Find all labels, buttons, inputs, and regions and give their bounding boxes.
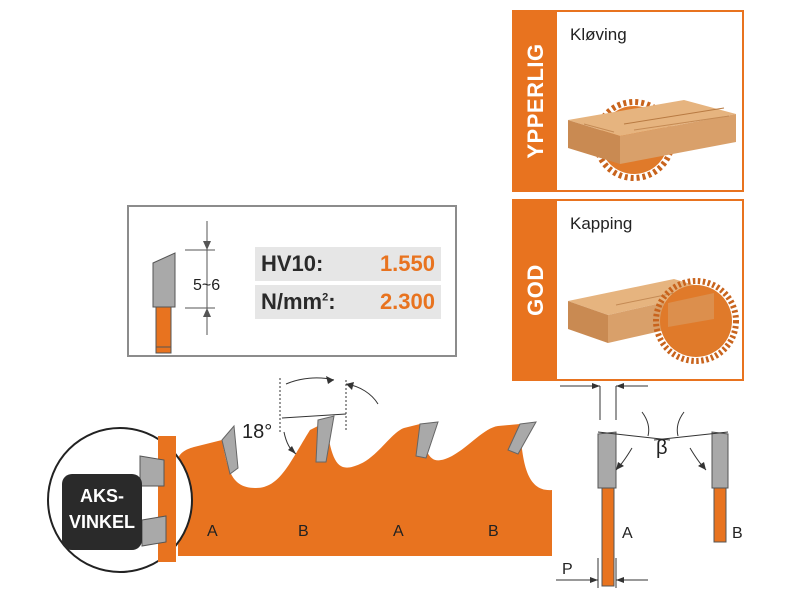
angle-label: 18° xyxy=(242,421,272,443)
application-panel-crosscut: GOD Kapping xyxy=(512,199,744,381)
tooth-letter: B xyxy=(732,525,743,542)
carbide-tip xyxy=(415,421,439,459)
badge-text-line2: VINKEL xyxy=(69,512,135,532)
application-title: Kløving xyxy=(570,25,627,44)
crosscut-illustration xyxy=(568,278,739,364)
carbide-tip xyxy=(507,421,537,455)
board-front xyxy=(568,301,608,343)
hardness-box: 5~6 HV10: 1.550 N/mm2: 2.300 xyxy=(127,205,457,357)
carbide-tip xyxy=(597,431,617,489)
hardness-label: HV10: xyxy=(261,251,324,276)
axial-angle-magnifier: AKS- VINKEL xyxy=(47,427,193,573)
side-view-diagram: A B β P xyxy=(556,383,743,588)
board-top xyxy=(568,100,736,136)
projection-label: P xyxy=(562,561,573,578)
board-top xyxy=(568,279,714,315)
hardness-row-hv10: HV10: 1.550 xyxy=(255,247,441,281)
tooth-letter: B xyxy=(488,523,499,540)
rating-band: GOD xyxy=(514,201,557,379)
tooth-height-label: 5~6 xyxy=(193,277,221,294)
ripping-illustration xyxy=(568,99,736,181)
tooth-height-diagram xyxy=(152,221,215,354)
axial-angle-badge xyxy=(62,474,142,550)
rating-band: YPPERLIG xyxy=(514,12,557,190)
board-front xyxy=(568,120,620,164)
saw-blade-icon xyxy=(653,278,739,364)
rating-label: GOD xyxy=(522,264,548,316)
tooth-letter: B xyxy=(298,523,309,540)
carbide-tip xyxy=(152,252,176,308)
carbide-tip xyxy=(221,424,239,475)
blade-body xyxy=(601,487,615,587)
blade-body xyxy=(178,422,552,556)
application-panel-ripping: YPPERLIG Kløving xyxy=(512,10,744,192)
tooth-profile-diagram: 18° A B A B AKS- VINKEL xyxy=(47,376,552,573)
tooth-letter: A xyxy=(207,523,218,540)
hardness-label: N/mm2: xyxy=(261,289,336,314)
hardness-value: 2.300 xyxy=(379,289,435,314)
board-side xyxy=(620,114,736,164)
carbide-tip xyxy=(711,431,729,489)
tooth-letter: A xyxy=(622,525,633,542)
blade-body xyxy=(713,487,727,543)
blade-body xyxy=(155,306,172,354)
hardness-value: 1.550 xyxy=(379,251,435,276)
rating-label: YPPERLIG xyxy=(522,43,548,159)
tooth-letter: A xyxy=(393,523,404,540)
bevel-angle-label: β xyxy=(656,437,668,459)
carbide-tip xyxy=(315,415,335,463)
badge-text-line1: AKS- xyxy=(80,486,124,506)
application-title: Kapping xyxy=(570,214,633,233)
hardness-row-nmm2: N/mm2: 2.300 xyxy=(255,285,441,319)
